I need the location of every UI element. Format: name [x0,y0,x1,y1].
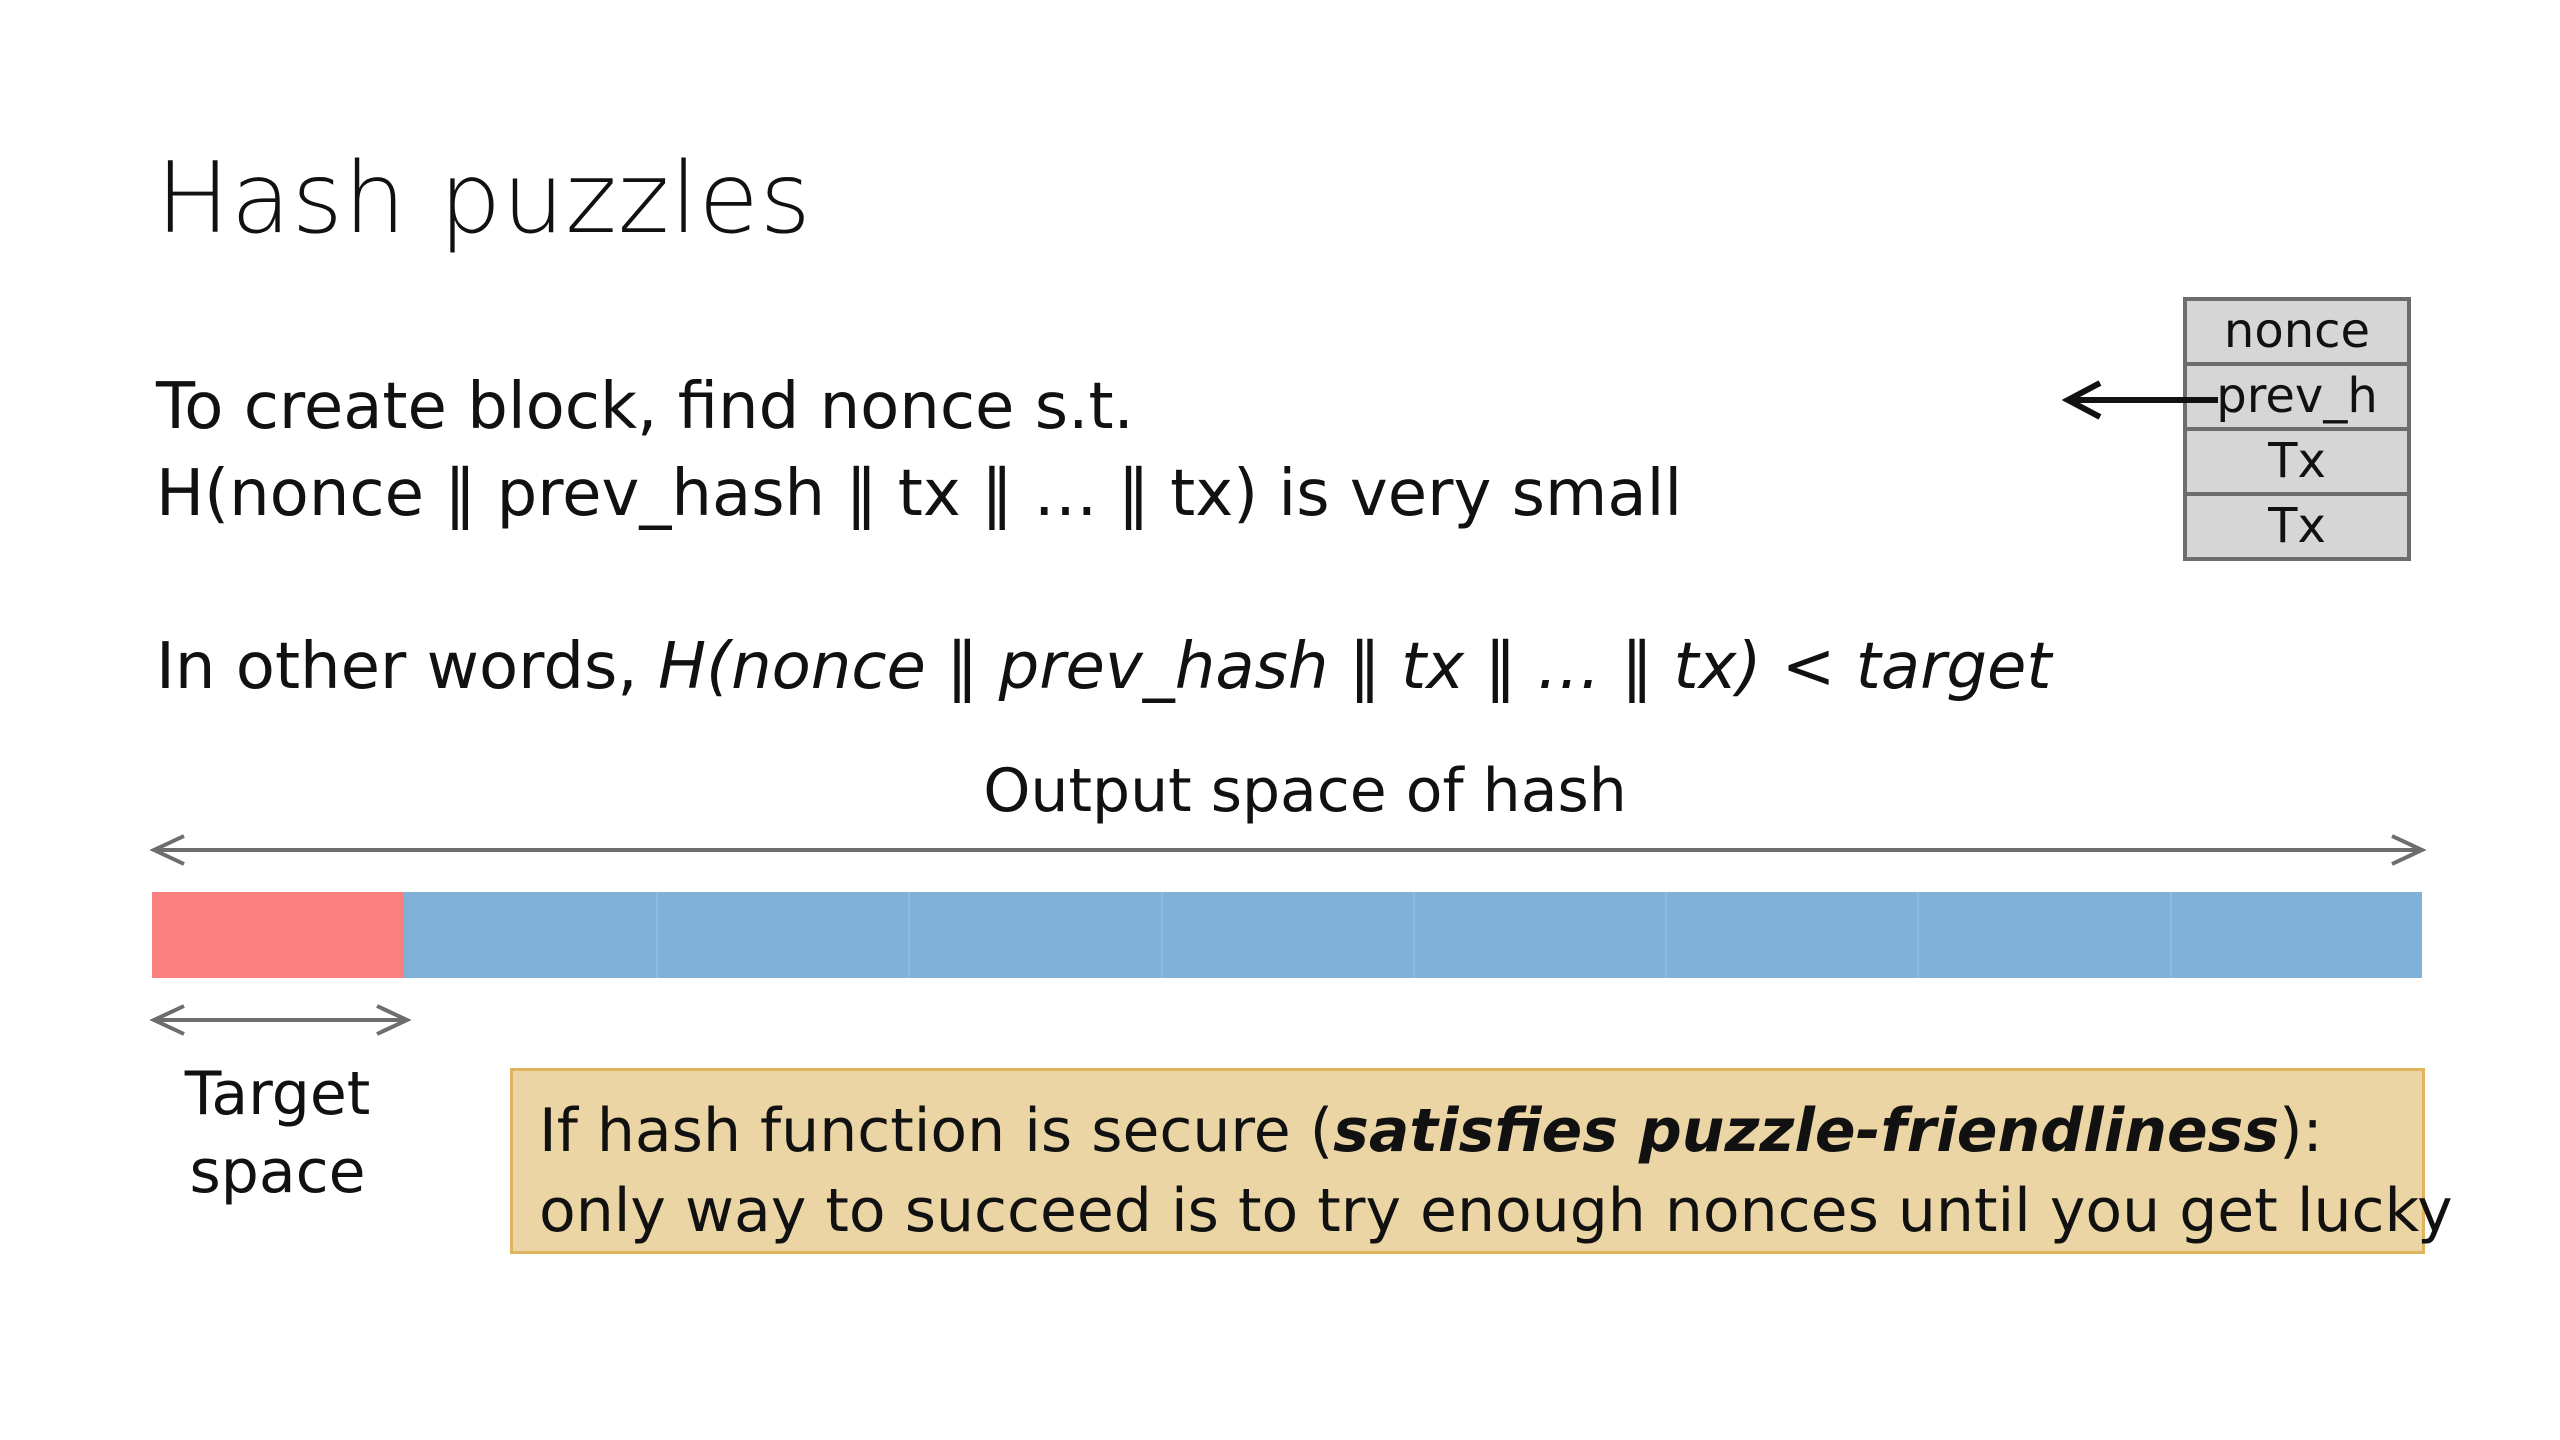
non-target-space-region [403,892,657,978]
block-field-prev-hash: prev_h [2187,366,2407,431]
target-space-label: Target space [160,1055,395,1211]
non-target-space-region [1412,892,1666,978]
callout-emphasis: satisfies puzzle-friendliness [1333,1096,2280,1166]
hash-formula: H(nonce ‖ prev_hash ‖ tx ‖ … ‖ tx) [657,630,1762,704]
callout-line1-prefix: If hash function is secure ( [539,1096,1334,1166]
target-space-label-line2: space [189,1137,366,1207]
in-other-words-prefix: In other words, [156,630,658,704]
block-field-nonce: nonce [2187,301,2407,366]
non-target-space-region [1160,892,1413,978]
non-target-space-region [908,892,1161,978]
non-target-space-region [1665,892,1918,978]
slide-title: Hash puzzles [156,142,812,256]
callout-line1-suffix: ): [2279,1096,2323,1166]
less-than-operator: < [1761,630,1856,704]
body-line-create-block: To create block, find nonce s.t. [156,370,1134,444]
target-term: target [1855,630,2052,704]
block-field-tx-2: Tx [2268,498,2326,554]
non-target-space-region [1917,892,2170,978]
body-line-in-other-words: In other words, H(nonce ‖ prev_hash ‖ tx… [156,630,2051,704]
output-space-double-arrow-icon [149,834,2427,866]
output-space-label: Output space of hash [983,756,1627,826]
hash-output-bar [152,892,2422,978]
block-header-diagram: nonce prev_h Tx Tx [2183,297,2411,561]
body-line-hash-condition: H(nonce ‖ prev_hash ‖ tx ‖ … ‖ tx) is ve… [156,457,1683,531]
callout-line2: only way to succeed is to try enough non… [539,1176,2453,1246]
block-field-tx-1: Tx [2187,431,2407,496]
target-space-region [152,892,404,978]
target-space-label-line1: Target [184,1059,371,1129]
non-target-space-region [2169,892,2422,978]
non-target-space-region [656,892,909,978]
callout-line1: If hash function is secure (satisfies pu… [539,1091,2422,1171]
prev-hash-pointer-arrow-icon [2061,380,2218,420]
puzzle-friendliness-callout: If hash function is secure (satisfies pu… [510,1068,2453,1254]
target-space-double-arrow-icon [149,1004,412,1036]
